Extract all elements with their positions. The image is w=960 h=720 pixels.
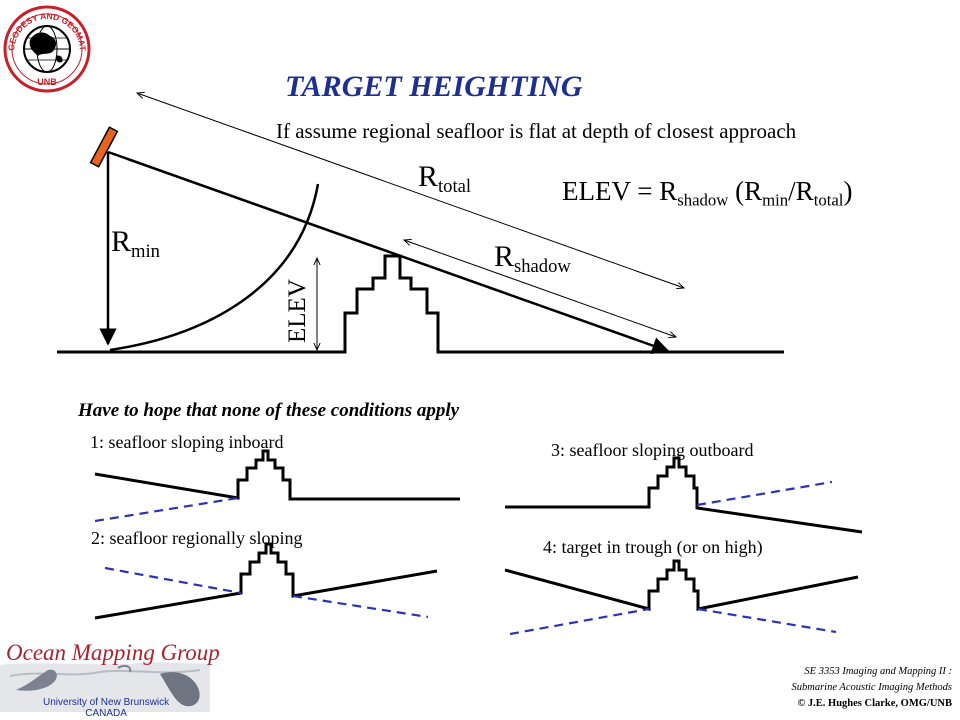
- slide-title: TARGET HEIGHTING: [285, 70, 583, 103]
- condition-1-label: 1: seafloor sloping inboard: [90, 432, 284, 452]
- condition-2-label: 2: seafloor regionally sloping: [91, 528, 303, 548]
- rtotal-label: Rtotal: [418, 160, 472, 197]
- department-logo: GEODESY AND GEOMATICS ENGINEERING UNB: [0, 0, 91, 93]
- condition-2-diagram: [94, 542, 438, 620]
- transducer: [89, 126, 119, 168]
- condition-4-label: 4: target in trough (or on high): [543, 537, 763, 557]
- rshadow-label: Rshadow: [494, 240, 571, 277]
- main-diagram: [57, 93, 784, 354]
- elevation-equation: ELEV = Rshadow (Rmin/Rtotal): [562, 176, 853, 210]
- assumption-text: If assume regional seafloor is flat at d…: [276, 119, 797, 143]
- elev-label: ELEV: [284, 279, 311, 343]
- conditions-heading: Have to hope that none of these conditio…: [78, 400, 460, 421]
- rmin-label: Rmin: [111, 225, 160, 262]
- condition-3-label: 3: seafloor sloping outboard: [551, 440, 754, 460]
- university-label: University of New Brunswick CANADA: [43, 697, 170, 719]
- logo-bottom-text: UNB: [37, 77, 57, 87]
- course-info: SE 3353 Imaging and Mapping II : Submari…: [791, 666, 953, 709]
- condition-4-diagram: [504, 559, 859, 636]
- rshadow-dimension: [404, 240, 676, 337]
- condition-1-diagram: [94, 449, 460, 523]
- condition-3-diagram: [505, 456, 863, 534]
- sonar-image-thumbnail: [0, 662, 210, 712]
- ocean-mapping-group-title: Ocean Mapping Group: [6, 640, 220, 665]
